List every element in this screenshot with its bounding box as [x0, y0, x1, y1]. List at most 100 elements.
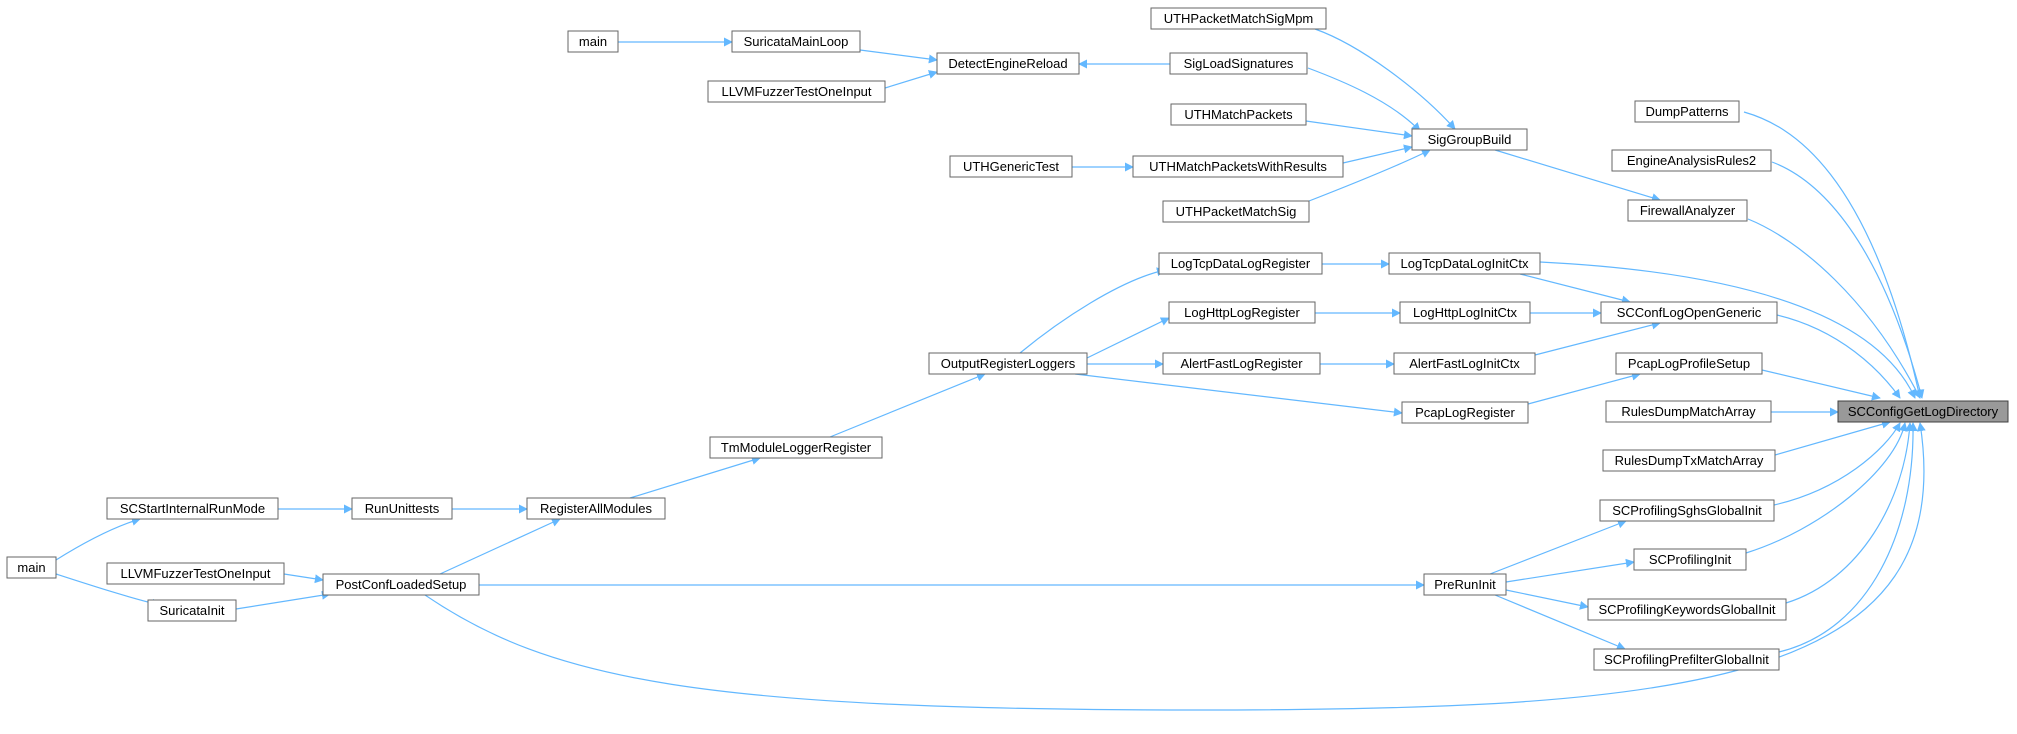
edge-outputloggers-to-loghttpreg [1086, 317, 1170, 359]
node-suricatamainloop[interactable]: SuricataMainLoop [731, 30, 861, 53]
node-rununittests[interactable]: RunUnittests [351, 497, 453, 520]
node-llvm2[interactable]: LLVMFuzzerTestOneInput [106, 562, 285, 585]
node-label: UTHPacketMatchSigMpm [1164, 11, 1314, 26]
node-alertfastreg[interactable]: AlertFastLogRegister [1162, 352, 1321, 375]
edge-prerun-to-prefilterglobal [1494, 594, 1626, 651]
node-label: LogHttpLogRegister [1184, 305, 1300, 320]
node-label: AlertFastLogInitCtx [1409, 356, 1520, 371]
node-label: SuricataInit [159, 603, 224, 618]
node-logtcpreg[interactable]: LogTcpDataLogRegister [1158, 252, 1323, 275]
node-uthmatchresults[interactable]: UTHMatchPacketsWithResults [1132, 155, 1344, 178]
edge-siggroupbuild-to-firewall [1494, 149, 1661, 202]
node-label: UTHGenericTest [963, 159, 1059, 174]
node-uthgeneric[interactable]: UTHGenericTest [949, 155, 1073, 178]
edge-engineanalysis-to-root [1771, 161, 1925, 399]
node-logopengeneric[interactable]: SCConfLogOpenGeneric [1600, 301, 1778, 324]
node-firewall[interactable]: FirewallAnalyzer [1627, 199, 1748, 222]
node-tmmodulelogger[interactable]: TmModuleLoggerRegister [709, 436, 883, 459]
node-box [1393, 352, 1536, 375]
node-box [322, 573, 480, 596]
node-main1[interactable]: main [567, 30, 619, 53]
node-label: main [17, 560, 45, 575]
node-outputloggers[interactable]: OutputRegisterLoggers [928, 352, 1088, 375]
node-label: PcapLogProfileSetup [1628, 356, 1750, 371]
node-utsigmpm[interactable]: UTHPacketMatchSigMpm [1150, 7, 1327, 30]
node-box [1633, 548, 1747, 571]
node-suricatainit[interactable]: SuricataInit [147, 599, 237, 622]
node-label: UTHPacketMatchSig [1176, 204, 1297, 219]
node-box [1158, 252, 1323, 275]
edge-sigload-to-siggroupbuild [1307, 67, 1421, 132]
node-label: OutputRegisterLoggers [941, 356, 1076, 371]
node-registerall[interactable]: RegisterAllModules [526, 497, 666, 520]
edge-uthmatchpackets-to-siggroupbuild [1305, 120, 1413, 140]
node-postconf[interactable]: PostConfLoadedSetup [322, 573, 480, 596]
node-box [1602, 449, 1776, 472]
node-label: LLVMFuzzerTestOneInput [721, 84, 871, 99]
node-llvm1[interactable]: LLVMFuzzerTestOneInput [707, 80, 886, 103]
edge-prerun-to-profilinginit [1505, 558, 1635, 583]
node-box [1401, 401, 1529, 424]
edge-main2-to-scstartinternal [55, 517, 141, 561]
node-prefilterglobal[interactable]: SCProfilingPrefilterGlobalInit [1593, 648, 1780, 671]
node-box [1170, 103, 1307, 126]
edge-profilinginit-to-root [1745, 422, 1908, 554]
node-label: RulesDumpMatchArray [1621, 404, 1756, 419]
edge-utsigmpm-to-siggroupbuild [1314, 28, 1456, 130]
node-sghsglobal[interactable]: SCProfilingSghsGlobalInit [1599, 499, 1775, 522]
node-label: EngineAnalysisRules2 [1627, 153, 1756, 168]
node-main2[interactable]: main [6, 556, 57, 579]
node-engineanalysis[interactable]: EngineAnalysisRules2 [1611, 149, 1772, 172]
node-prerun[interactable]: PreRunInit [1423, 573, 1507, 596]
node-label: DetectEngineReload [948, 56, 1067, 71]
node-sigload[interactable]: SigLoadSignatures [1169, 52, 1308, 75]
node-label: LogTcpDataLogInitCtx [1401, 256, 1529, 271]
node-label: SCConfigGetLogDirectory [1848, 404, 1999, 419]
node-box [949, 155, 1073, 178]
node-label: RunUnittests [365, 501, 440, 516]
node-box [731, 30, 861, 53]
edge-pcapreg-to-pcapsetup [1527, 371, 1641, 405]
node-dumppatterns[interactable]: DumpPatterns [1634, 100, 1740, 123]
node-label: PcapLogRegister [1415, 405, 1515, 420]
node-box [1162, 200, 1310, 223]
edge-pcapsetup-to-root [1761, 369, 1881, 401]
node-box [147, 599, 237, 622]
edge-prefilterglobal-to-root [1778, 422, 1918, 653]
node-uthmatchpackets[interactable]: UTHMatchPackets [1170, 103, 1307, 126]
node-rulesdumpmatch[interactable]: RulesDumpMatchArray [1605, 400, 1772, 423]
node-pcapreg[interactable]: PcapLogRegister [1401, 401, 1529, 424]
node-box [1388, 252, 1541, 275]
node-label: DumpPatterns [1645, 104, 1729, 119]
edge-prerun-to-sghsglobal [1489, 519, 1627, 575]
node-detectreload[interactable]: DetectEngineReload [936, 52, 1080, 75]
edge-tmmodulelogger-to-outputloggers [829, 372, 986, 438]
node-box [106, 562, 285, 585]
node-rulesdumptx[interactable]: RulesDumpTxMatchArray [1602, 449, 1776, 472]
edge-alertfastctx-to-logopengeneric [1534, 320, 1661, 356]
node-box [707, 80, 886, 103]
node-box [928, 352, 1088, 375]
node-alertfastctx[interactable]: AlertFastLogInitCtx [1393, 352, 1536, 375]
edge-keywordsglobal-to-root [1785, 422, 1914, 604]
edge-firewall-to-root [1747, 218, 1921, 399]
node-scstartinternal[interactable]: SCStartInternalRunMode [106, 497, 279, 520]
node-label: main [579, 34, 607, 49]
node-root[interactable]: SCConfigGetLogDirectory [1837, 400, 2009, 423]
node-box [1169, 52, 1308, 75]
node-label: SCProfilingInit [1649, 552, 1732, 567]
node-siggroupbuild[interactable]: SigGroupBuild [1411, 128, 1528, 151]
edge-postconf-to-registerall [439, 518, 561, 575]
node-uthpacketmatchsig[interactable]: UTHPacketMatchSig [1162, 200, 1310, 223]
edge-llvm1-to-detectreload [884, 70, 938, 89]
node-pcapsetup[interactable]: PcapLogProfileSetup [1615, 352, 1763, 375]
node-profilinginit[interactable]: SCProfilingInit [1633, 548, 1747, 571]
node-label: SigGroupBuild [1428, 132, 1512, 147]
node-logtcpctx[interactable]: LogTcpDataLogInitCtx [1388, 252, 1541, 275]
node-box [567, 30, 619, 53]
node-loghttpctx[interactable]: LogHttpLogInitCtx [1399, 301, 1531, 324]
node-loghttpreg[interactable]: LogHttpLogRegister [1168, 301, 1316, 324]
node-label: SCProfilingSghsGlobalInit [1612, 503, 1762, 518]
node-keywordsglobal[interactable]: SCProfilingKeywordsGlobalInit [1587, 598, 1787, 621]
